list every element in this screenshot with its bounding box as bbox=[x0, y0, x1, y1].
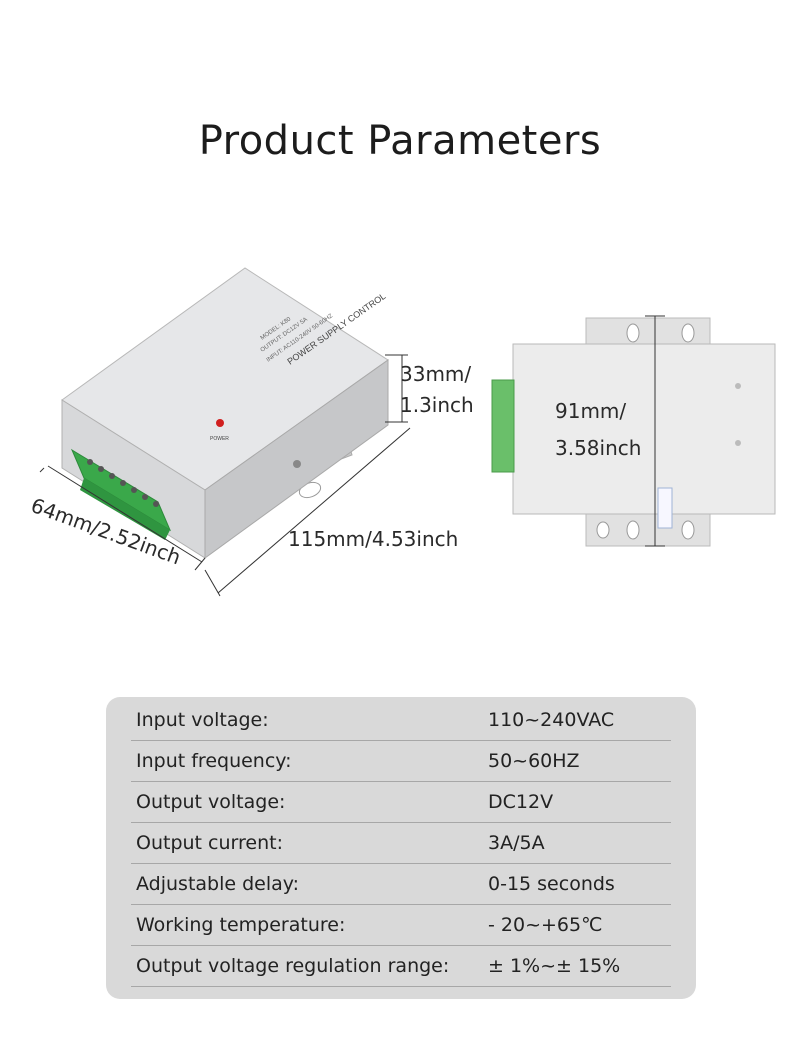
table-row: Input voltage: 110~240VAC bbox=[131, 699, 671, 741]
device-label-power: POWER bbox=[210, 436, 229, 442]
table-row: Output voltage: DC12V bbox=[131, 781, 671, 823]
spec-value: DC12V bbox=[488, 791, 554, 813]
dim-height-in: 1.3inch bbox=[400, 393, 474, 417]
dim-length: 115mm/4.53inch bbox=[288, 527, 459, 551]
spec-label: Output voltage regulation range: bbox=[136, 955, 450, 977]
spec-table: Input voltage: 110~240VAC Input frequenc… bbox=[106, 697, 696, 999]
spec-value: ± 1%~± 15% bbox=[488, 955, 621, 977]
spec-value: 110~240VAC bbox=[488, 709, 615, 731]
device-back-view bbox=[491, 315, 776, 547]
product-illustration: POWER SUPPLY CONTROL INPUT: AC110-240V 5… bbox=[39, 267, 776, 597]
spec-value: - 20~+65℃ bbox=[488, 914, 603, 936]
table-row: Output voltage regulation range: ± 1%~± … bbox=[131, 945, 671, 987]
dimension-lines bbox=[39, 354, 411, 597]
spec-label: Working temperature: bbox=[136, 914, 346, 936]
dim-height-mm: 33mm/ bbox=[400, 362, 472, 386]
spec-label: Adjustable delay: bbox=[136, 873, 300, 895]
spec-value: 3A/5A bbox=[488, 832, 545, 854]
dim-back-length-in: 3.58inch bbox=[555, 436, 642, 460]
spec-label: Input frequency: bbox=[136, 750, 292, 772]
table-row: Adjustable delay: 0-15 seconds bbox=[131, 863, 671, 905]
table-row: Working temperature: - 20~+65℃ bbox=[131, 904, 671, 946]
spec-label: Output voltage: bbox=[136, 791, 286, 813]
table-row: Input frequency: 50~60HZ bbox=[131, 740, 671, 782]
table-row: Output current: 3A/5A bbox=[131, 822, 671, 864]
spec-label: Input voltage: bbox=[136, 709, 269, 731]
spec-label: Output current: bbox=[136, 832, 283, 854]
spec-value: 0-15 seconds bbox=[488, 873, 615, 895]
device-isometric: POWER SUPPLY CONTROL INPUT: AC110-240V 5… bbox=[61, 267, 389, 559]
page-title: Product Parameters bbox=[198, 118, 602, 164]
spec-value: 50~60HZ bbox=[488, 750, 580, 772]
dim-back-length-mm: 91mm/ bbox=[555, 399, 627, 423]
